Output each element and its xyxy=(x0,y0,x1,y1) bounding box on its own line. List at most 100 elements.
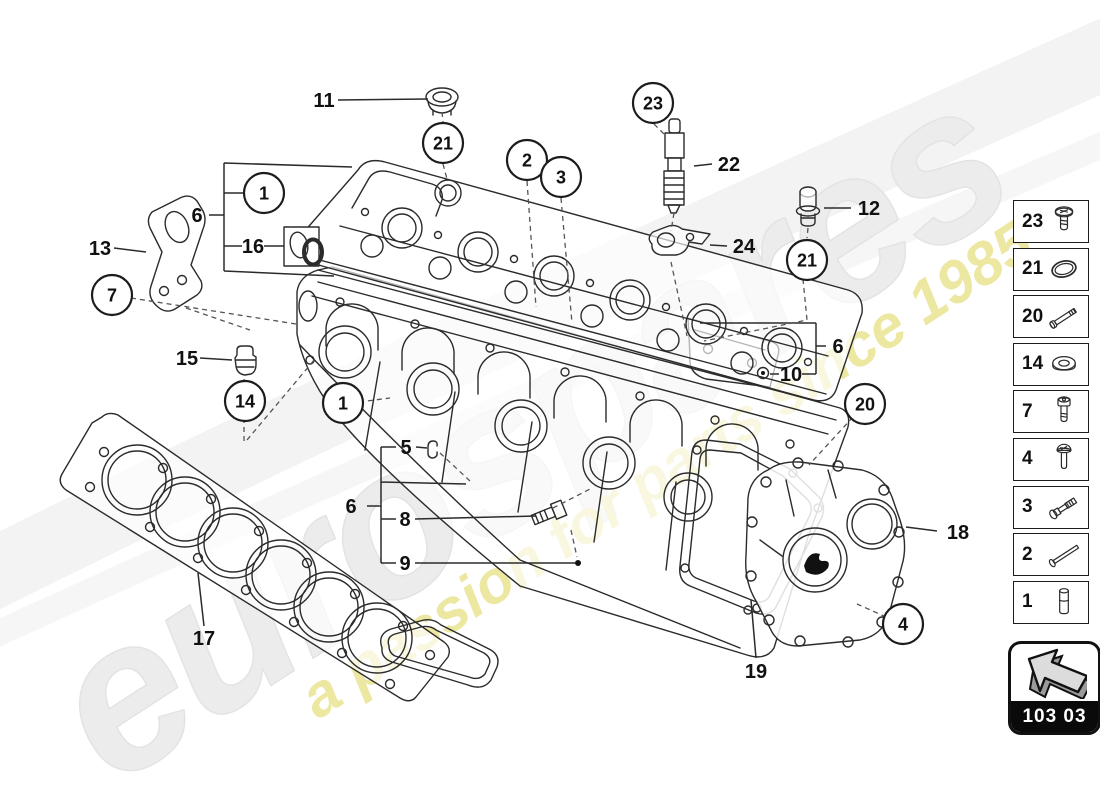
callout-number: 15 xyxy=(176,348,198,370)
callout-12: 12 xyxy=(858,198,880,220)
callout-21: 21 xyxy=(785,238,829,282)
callout-number: 20 xyxy=(855,395,875,415)
callout-number: 22 xyxy=(718,154,740,176)
legend-item-number: 14 xyxy=(1022,353,1044,375)
legend-item-20[interactable]: 20 xyxy=(1013,295,1089,339)
callout-7: 7 xyxy=(90,273,134,317)
callout-number: 16 xyxy=(242,236,264,258)
callout-circle xyxy=(242,171,286,215)
valve-12 xyxy=(795,186,821,227)
callout-number: 7 xyxy=(107,286,117,306)
callout-number: 6 xyxy=(832,336,843,358)
plug-15 xyxy=(234,345,257,376)
callout-1: 1 xyxy=(321,381,365,425)
bolt-long-icon xyxy=(1045,298,1083,336)
callout-23: 23 xyxy=(631,81,675,125)
legend-item-number: 3 xyxy=(1022,496,1033,518)
bolt-cap-icon xyxy=(1045,393,1083,431)
callout-number: 6 xyxy=(345,496,356,518)
callout-number: 9 xyxy=(399,553,410,575)
plate-24 xyxy=(648,224,711,256)
callout-14: 14 xyxy=(223,379,267,423)
clip-5 xyxy=(427,440,438,459)
legend-item-14[interactable]: 14 xyxy=(1013,342,1089,386)
callout-circle xyxy=(785,238,829,282)
legend-item-number: 21 xyxy=(1022,258,1044,280)
callout-number: 19 xyxy=(745,661,767,683)
bolt-thin-icon xyxy=(1045,536,1083,574)
callout-16: 16 xyxy=(242,236,264,258)
callout-22: 22 xyxy=(718,154,740,176)
callout-6: 6 xyxy=(832,336,843,358)
callout-number: 5 xyxy=(400,437,411,459)
callout-4: 4 xyxy=(881,602,925,646)
legend-item-number: 20 xyxy=(1022,305,1044,327)
seal-ring-16 xyxy=(283,226,324,267)
callout-circle xyxy=(223,379,267,423)
callout-20: 20 xyxy=(843,382,887,426)
callout-circle xyxy=(631,81,675,125)
callout-number: 13 xyxy=(89,238,111,260)
callout-number: 18 xyxy=(947,522,969,544)
callout-21: 21 xyxy=(421,121,465,165)
legend-item-7[interactable]: 7 xyxy=(1013,390,1089,434)
callout-19: 19 xyxy=(745,661,767,683)
callout-10: 10 xyxy=(780,364,802,386)
bolt-hex-icon xyxy=(1045,488,1083,526)
callout-1: 1 xyxy=(242,171,286,215)
washer-icon xyxy=(1045,345,1083,383)
callout-9: 9 xyxy=(399,553,410,575)
oil-filler-cap xyxy=(425,87,459,116)
callout-circle xyxy=(843,382,887,426)
callout-circle xyxy=(90,273,134,317)
legend-item-number: 7 xyxy=(1022,400,1033,422)
callout-24: 24 xyxy=(733,236,756,258)
callout-number: 23 xyxy=(643,94,663,114)
callout-circle xyxy=(539,155,583,199)
screw-pan-icon xyxy=(1045,203,1083,241)
cover-gasket-strip xyxy=(379,618,499,688)
callout-18: 18 xyxy=(947,522,969,544)
callout-number: 2 xyxy=(522,151,532,171)
legend-item-23[interactable]: 23 xyxy=(1013,200,1089,243)
legend-item-2[interactable]: 2 xyxy=(1013,533,1089,577)
callout-number: 21 xyxy=(433,134,453,154)
callout-11: 11 xyxy=(313,90,334,112)
pin-9 xyxy=(575,560,581,566)
badge-code-text: 103 03 xyxy=(1022,705,1087,727)
legend-item-1[interactable]: 1 xyxy=(1013,580,1089,624)
union-bolt-8 xyxy=(530,499,568,526)
screw-round-icon xyxy=(1045,440,1083,478)
callout-number: 24 xyxy=(733,236,756,258)
head-gasket xyxy=(59,412,451,702)
callout-circle xyxy=(421,121,465,165)
pin-icon xyxy=(1045,583,1083,621)
badge-band: 103 03 xyxy=(1011,701,1098,732)
callout-number: 3 xyxy=(556,168,566,188)
callout-17: 17 xyxy=(193,628,215,650)
legend-item-4[interactable]: 4 xyxy=(1013,437,1089,481)
callout-circle xyxy=(881,602,925,646)
callout-number: 4 xyxy=(898,615,908,635)
callout-number: 11 xyxy=(313,90,334,112)
callout-6: 6 xyxy=(191,205,202,227)
callout-6: 6 xyxy=(345,496,356,518)
callout-5: 5 xyxy=(400,437,411,459)
callout-number: 12 xyxy=(858,198,880,220)
timing-cover xyxy=(745,457,906,648)
callout-2: 2 xyxy=(505,138,549,182)
callout-3: 3 xyxy=(539,155,583,199)
callout-number: 21 xyxy=(797,251,817,271)
callout-circle xyxy=(505,138,549,182)
back-arrow-icon xyxy=(1027,648,1087,699)
leader-lines xyxy=(113,98,938,659)
valve-22 xyxy=(663,118,685,214)
legend-item-21[interactable]: 21 xyxy=(1013,247,1089,291)
page-code-badge[interactable]: 103 03 xyxy=(1008,641,1100,735)
callout-number: 1 xyxy=(338,394,348,414)
stud-10 xyxy=(756,366,770,380)
legend-item-3[interactable]: 3 xyxy=(1013,485,1089,529)
